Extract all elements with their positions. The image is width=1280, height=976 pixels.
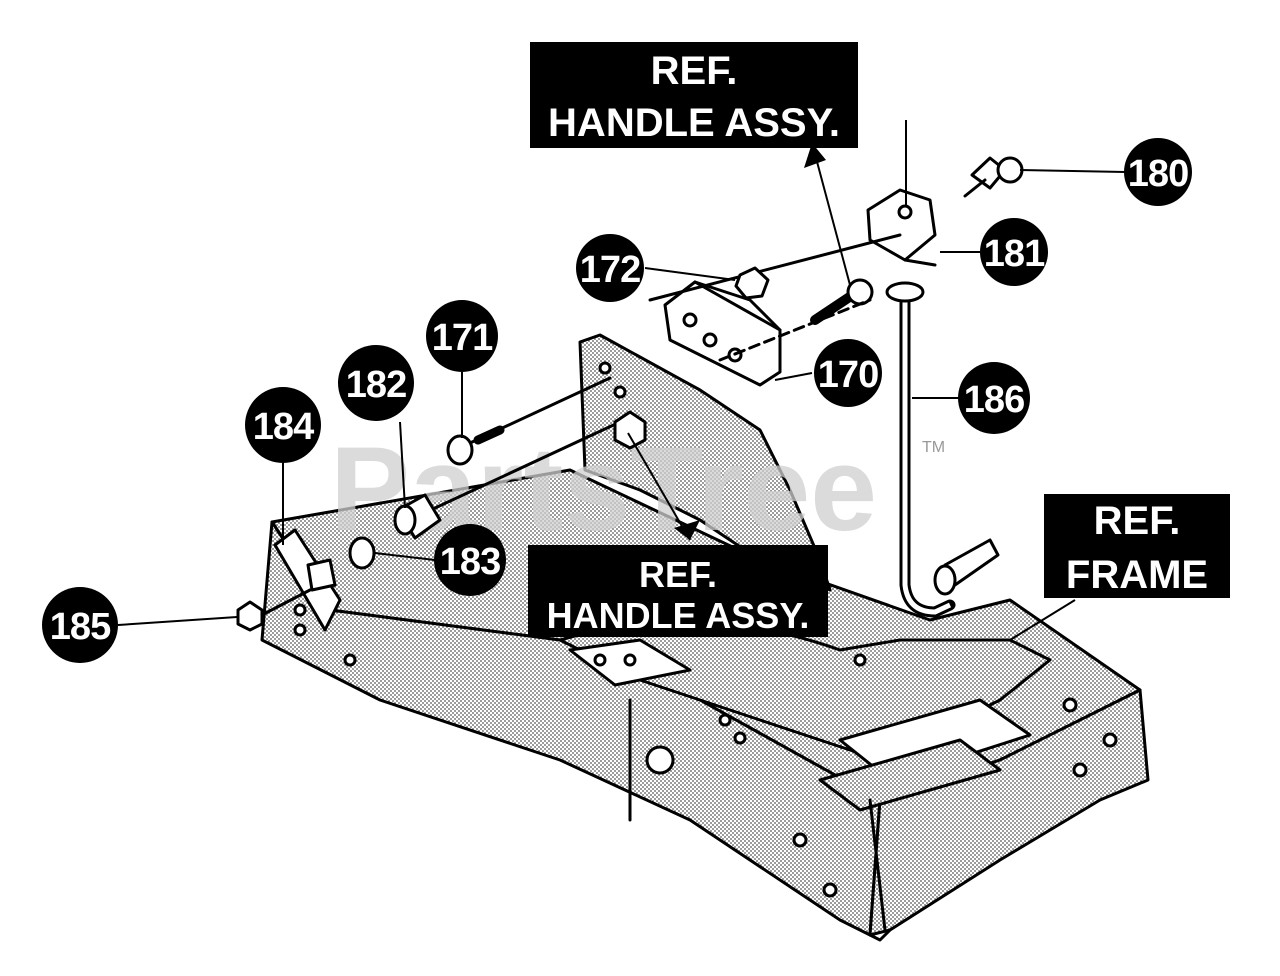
part-185-nut	[236, 600, 264, 632]
ref-label-frame: REF. FRAME	[1044, 494, 1230, 598]
callout-172[interactable]: 172	[576, 234, 644, 302]
callout-184-label: 184	[253, 406, 314, 448]
part-186-rod	[885, 281, 1000, 618]
part-180-bolt	[963, 156, 1024, 198]
part-184-lever	[273, 528, 342, 632]
callout-183[interactable]: 183	[434, 524, 506, 596]
callout-171-label: 171	[432, 317, 493, 359]
callout-185-label: 185	[50, 606, 111, 648]
callout-181-label: 181	[984, 233, 1045, 275]
callout-172-label: 172	[580, 249, 640, 291]
callout-186[interactable]: 186	[958, 362, 1030, 434]
callout-171[interactable]: 171	[426, 300, 498, 372]
callout-170[interactable]: 170	[814, 339, 882, 407]
ref-label-handle-top: REF. HANDLE ASSY.	[530, 42, 858, 148]
ref-label-handle-mid: REF. HANDLE ASSY.	[528, 545, 828, 637]
ref-frame-line1: REF.	[1094, 499, 1181, 543]
callout-181[interactable]: 181	[980, 218, 1048, 286]
callout-182[interactable]: 182	[338, 345, 414, 421]
part-170-bracket	[663, 280, 782, 387]
callout-183-label: 183	[440, 541, 500, 583]
part-171-bolt	[446, 376, 612, 466]
ref-handle-mid-line1: REF.	[639, 554, 717, 595]
ref-handle-top-line2: HANDLE ASSY.	[548, 101, 840, 145]
ref-handle-mid-line2: HANDLE ASSY.	[547, 595, 810, 636]
leader-lines	[117, 120, 1126, 641]
callout-182-label: 182	[346, 364, 406, 406]
callout-180-label: 180	[1128, 153, 1188, 195]
part-181-bracket	[866, 188, 937, 267]
callout-184[interactable]: 184	[245, 387, 321, 463]
part-183-washer	[348, 536, 376, 570]
callout-186-label: 186	[964, 379, 1024, 421]
callout-180[interactable]: 180	[1124, 138, 1192, 206]
callout-185[interactable]: 185	[42, 587, 118, 663]
callouts: 180 181 172 171 170 182 186 184	[42, 138, 1192, 663]
callout-170-label: 170	[818, 354, 878, 396]
ref-handle-top-line1: REF.	[651, 49, 738, 93]
ref-frame-line2: FRAME	[1066, 553, 1208, 597]
watermark-tm: TM	[922, 439, 945, 456]
parts-illustration	[236, 156, 1024, 632]
